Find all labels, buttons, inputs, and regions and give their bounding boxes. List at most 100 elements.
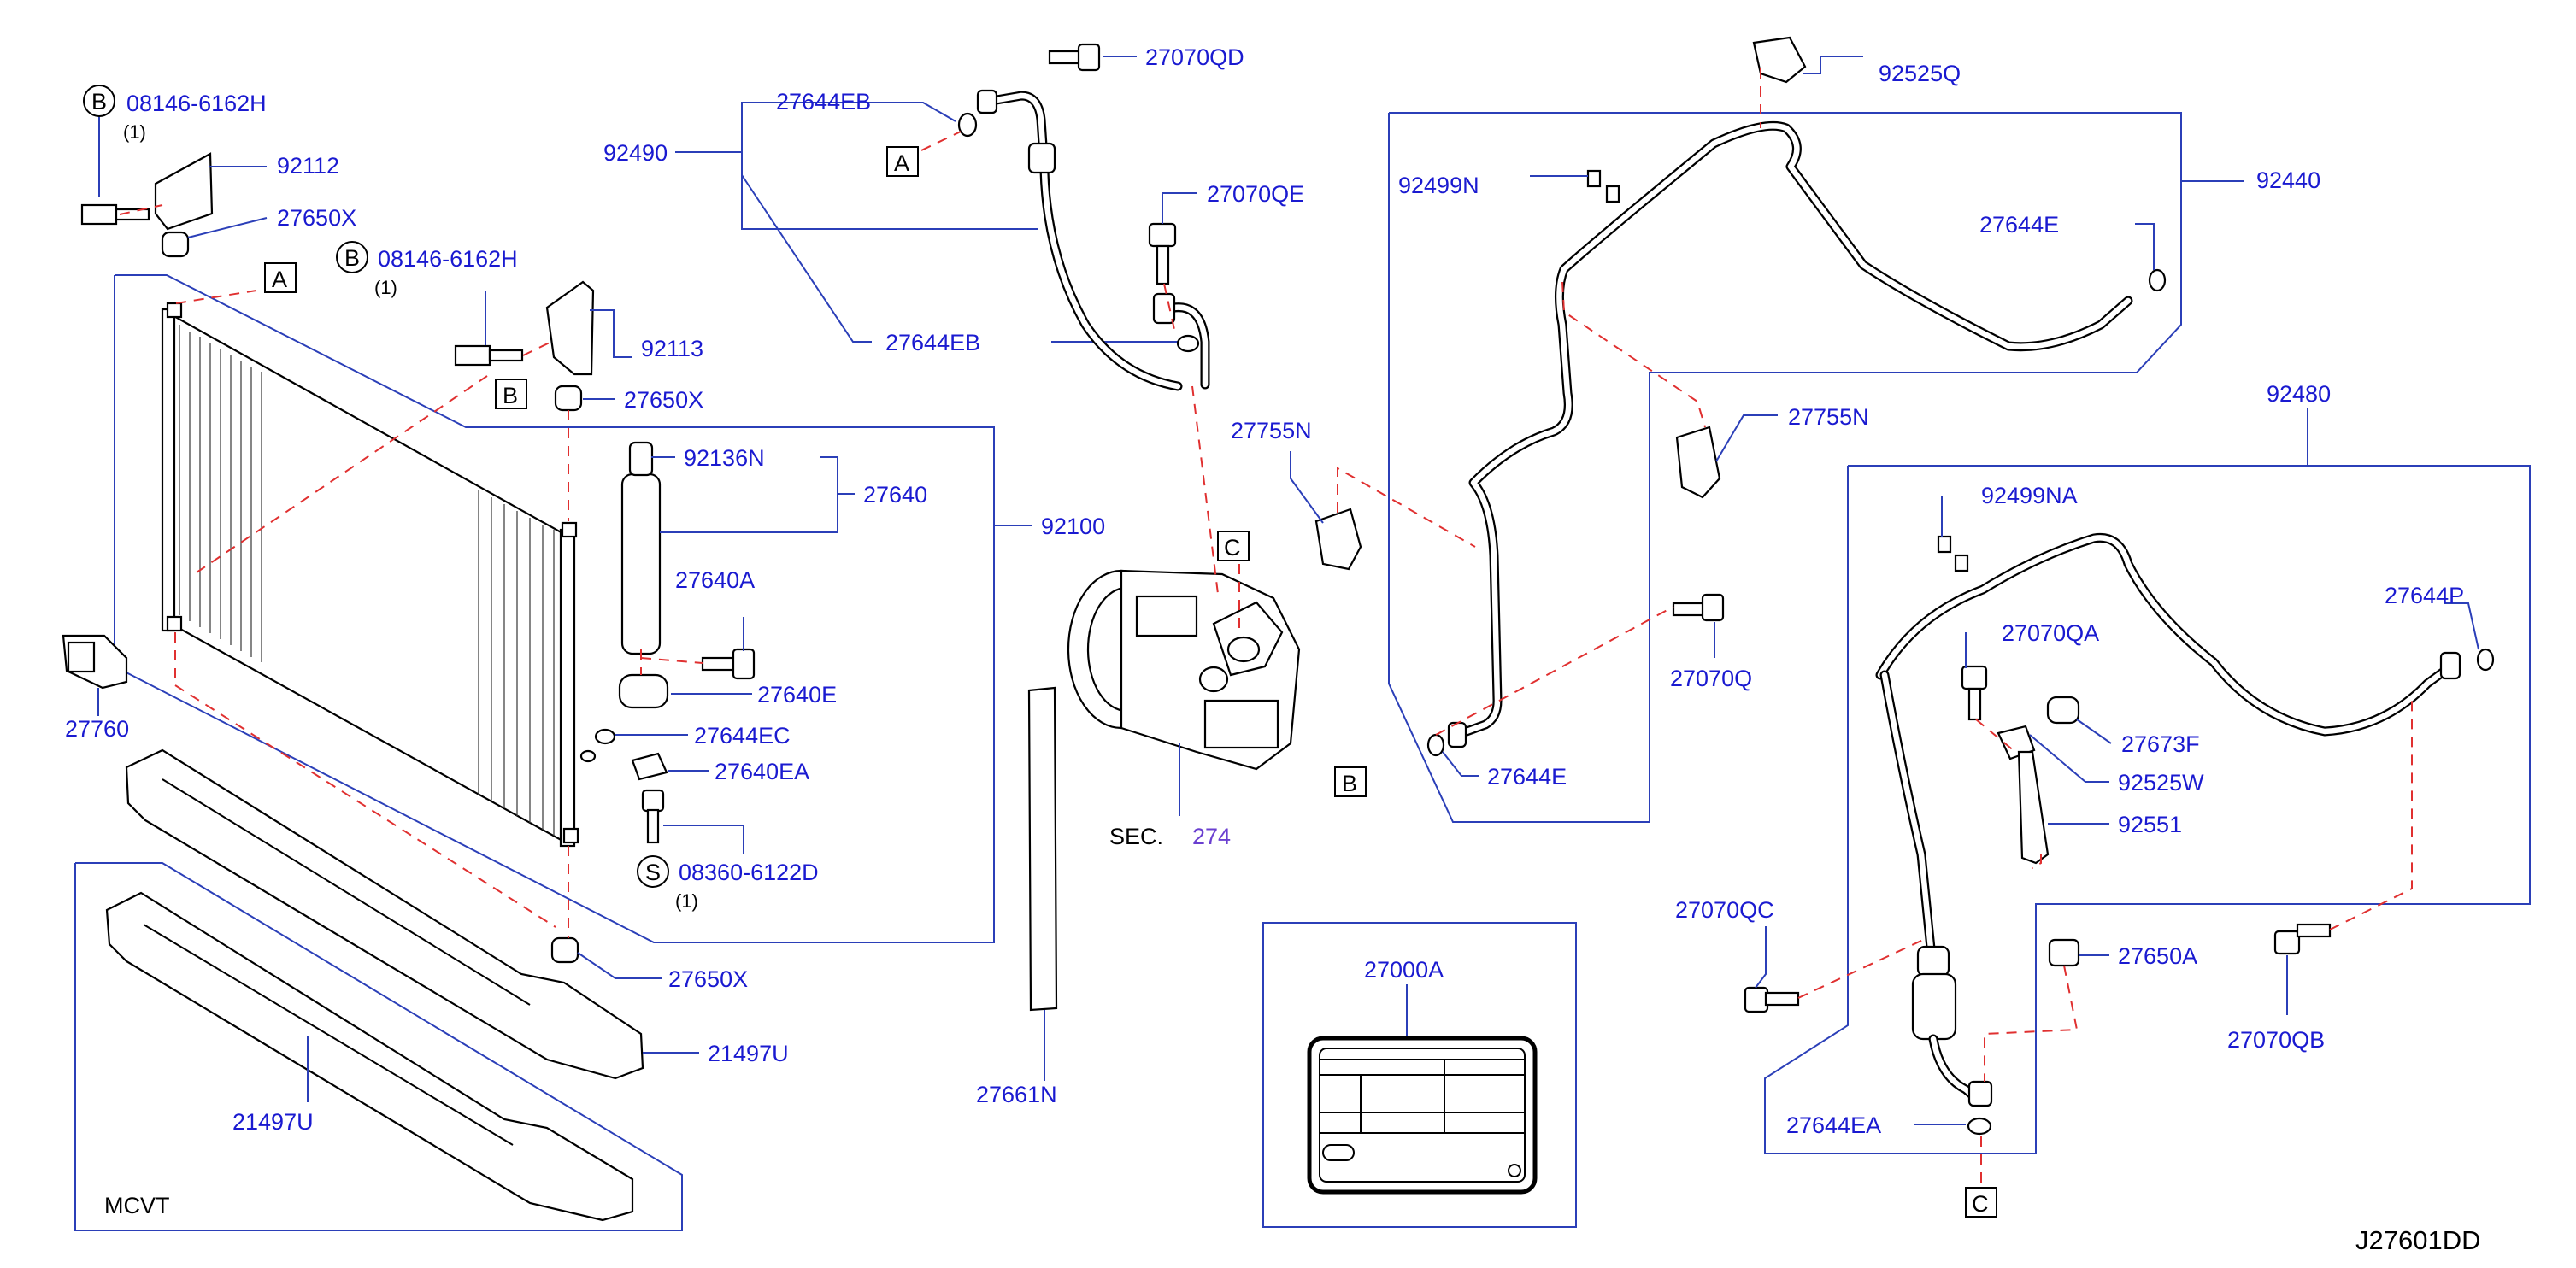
air-guide-21497U-left — [105, 891, 634, 1222]
dash-27070qc — [1797, 939, 1924, 999]
plate-27640EA — [631, 752, 668, 781]
label-92440: 92440 — [2256, 167, 2320, 193]
compressor-group: SEC. 274 A C 92490 27644EB 27070QD 27070… — [603, 43, 1304, 1107]
leader-27755N-left — [1290, 451, 1324, 524]
qty-mid: (1) — [374, 277, 397, 298]
bolt-08146-6162H-mid — [454, 344, 524, 367]
label-27070QE: 27070QE — [1207, 181, 1304, 207]
label-92480: 92480 — [2267, 381, 2331, 407]
label-21497U-right: 21497U — [708, 1041, 789, 1066]
label-21497U-left: 21497U — [232, 1109, 314, 1135]
label-08146-6162H-top: 08146-6162H — [126, 91, 267, 116]
label-92136N: 92136N — [684, 445, 765, 471]
label-92112: 92112 — [277, 153, 339, 179]
dash-27755n-r — [1561, 281, 1706, 428]
sensor-27760 — [62, 634, 128, 690]
dash-27755n-l — [1337, 467, 1476, 548]
svg-text:B: B — [344, 245, 360, 271]
clip-92525W — [1997, 725, 2036, 760]
leader-27644P — [2444, 602, 2479, 650]
leader-27070QC — [1755, 926, 1767, 989]
bolt-08360-6122D — [641, 789, 665, 844]
leader-92490 — [675, 151, 1038, 230]
label-92525W: 92525W — [2118, 770, 2204, 795]
marker-box-C-comp: C — [1217, 531, 1250, 561]
marker-box-C-bottom: C — [1965, 1187, 1997, 1218]
label-27650X-bot: 27650X — [668, 966, 748, 992]
tag-92499NA — [1937, 535, 1969, 572]
bolt-27070QE — [1148, 222, 1177, 285]
label-92490: 92490 — [603, 140, 668, 166]
label-27070QC: 27070QC — [1675, 897, 1774, 923]
air-guide-21497U-right — [125, 748, 644, 1080]
label-27640E: 27640E — [757, 682, 837, 707]
sec-274-link[interactable]: 274 — [1192, 824, 1231, 849]
oring-27644EA — [1967, 1117, 1992, 1136]
pipe-92480-group: C 92480 92499NA 27644P 27070QA 27673F 92… — [1675, 381, 2531, 1218]
label-92113: 92113 — [641, 336, 703, 361]
hose-27644EB — [976, 89, 1210, 391]
label-27644EB-bot: 27644EB — [885, 330, 980, 355]
oring-27644P — [2476, 648, 2495, 672]
marker-circle-B-mid: B — [336, 241, 368, 273]
label-27644EB-top: 27644EB — [776, 89, 871, 114]
label-92551: 92551 — [2118, 812, 2182, 837]
oring-27644EB-top — [957, 112, 978, 138]
label-27644EA: 27644EA — [1786, 1112, 1881, 1138]
dashes-left — [119, 204, 703, 938]
marker-circle-S: S — [637, 855, 669, 888]
mcvt-outline — [74, 862, 683, 1231]
svg-text:B: B — [1342, 771, 1357, 796]
clamp-27640E — [618, 673, 669, 709]
bolt-08146-6162H-top — [80, 203, 150, 226]
qty-bot: (1) — [675, 890, 698, 912]
nut-27650A — [2048, 938, 2080, 967]
leader-27644EB-bot-a — [741, 174, 872, 343]
bolt-27070QC — [1744, 986, 1800, 1013]
clip-27755N-right — [1675, 426, 1721, 499]
label-27755N-right: 27755N — [1788, 404, 1869, 430]
dash-hose-comp — [1191, 385, 1219, 595]
label-27760: 27760 — [65, 716, 129, 742]
pipe-92480 — [1875, 532, 2461, 1107]
dash-27650a — [1984, 965, 2079, 1082]
label-27644EC: 27644EC — [694, 723, 791, 748]
leader-27644E-top — [2135, 223, 2155, 270]
bolt-27070QA — [1961, 665, 1988, 721]
label-27640A: 27640A — [675, 567, 755, 593]
leader-27673F — [2076, 719, 2112, 744]
label-92499NA: 92499NA — [1981, 483, 2078, 508]
svg-text:C: C — [1972, 1191, 1989, 1217]
bolt-27070QB — [2273, 923, 2332, 955]
group-outline-92480 — [1764, 465, 2531, 1154]
leader-27644E-bot — [1442, 751, 1479, 777]
marker-box-B-left: B — [495, 379, 527, 409]
label-mcvt: MCVT — [104, 1193, 170, 1218]
leader-27070QE — [1162, 192, 1197, 224]
sec-prefix: SEC. — [1109, 824, 1163, 849]
label-27640EA: 27640EA — [715, 759, 809, 784]
dash-27070q — [1435, 606, 1674, 736]
grommet-27650X-mid — [554, 385, 583, 412]
receiver-drier-27640 — [620, 441, 662, 655]
label-plate-group: 27000A — [1262, 922, 1577, 1228]
svg-text:S: S — [645, 860, 661, 885]
svg-text:C: C — [1224, 535, 1241, 561]
svg-text:B: B — [91, 89, 107, 114]
label-27755N-left: 27755N — [1231, 418, 1312, 443]
label-92525Q: 92525Q — [1879, 61, 1961, 86]
label-92100: 92100 — [1041, 514, 1105, 539]
condenser-group: B B A B S 08146-6162H (1) 92112 27650X 0… — [62, 85, 1105, 1231]
marker-box-B-right: B — [1334, 766, 1367, 797]
label-08146-6162H-mid: 08146-6162H — [378, 246, 518, 272]
marker-box-A-top: A — [886, 146, 919, 177]
group-outline-92100 — [114, 274, 995, 943]
label-27650A: 27650A — [2118, 943, 2197, 969]
bracket-92113 — [545, 280, 595, 376]
marker-box-A-left: A — [264, 262, 297, 293]
label-27640: 27640 — [863, 482, 927, 508]
group-outline-92440 — [1388, 112, 2182, 823]
compressor — [1067, 569, 1301, 771]
pipe-92440-group: B 92525Q 92440 92499N 27644E 27755N 2775… — [1231, 36, 2320, 823]
